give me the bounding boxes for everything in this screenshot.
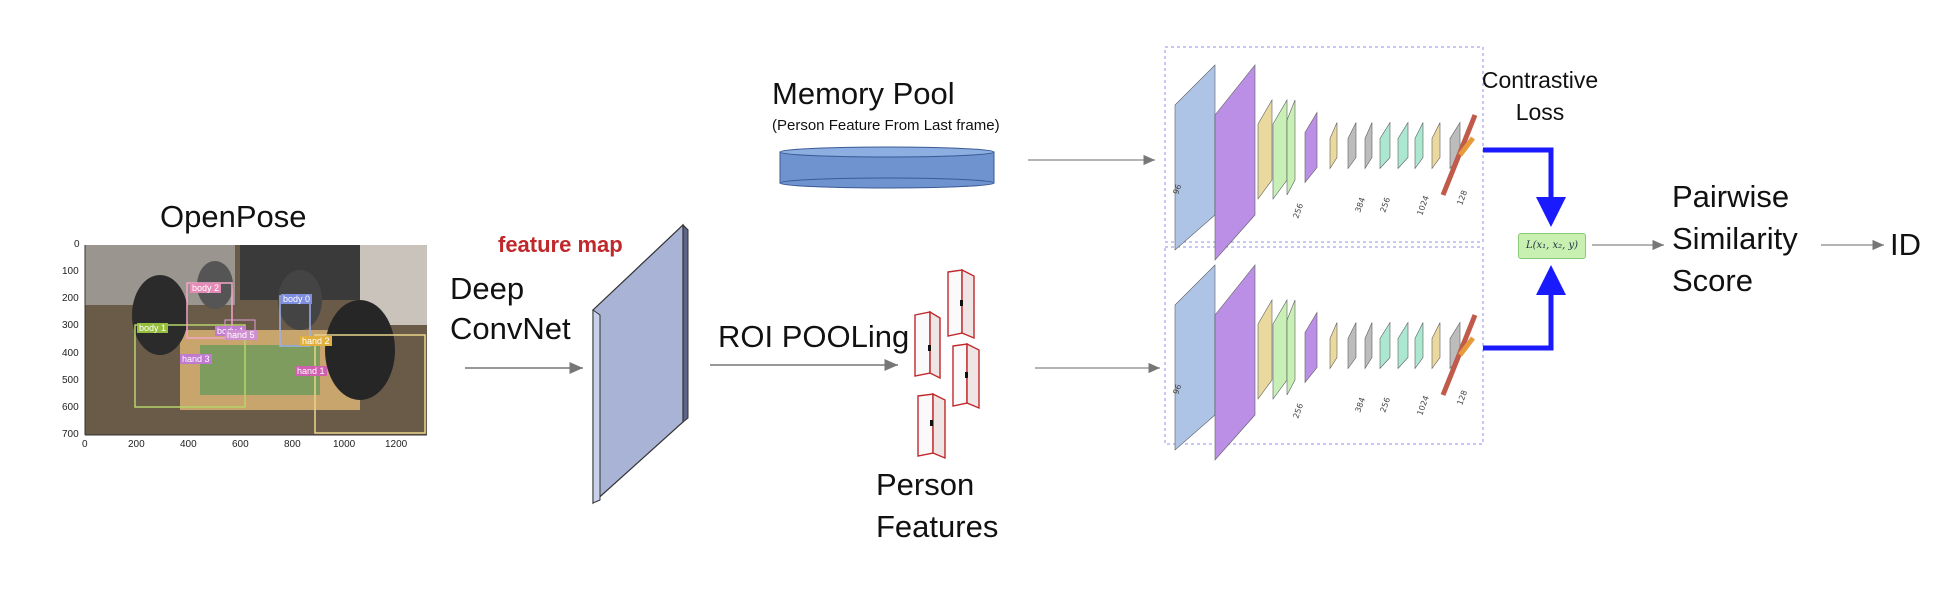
layer-dim-label: 256 <box>1291 402 1305 419</box>
layer-dim-label: 96 <box>1171 183 1183 196</box>
x-tick-label: 1000 <box>333 439 356 450</box>
person-feature-box-2 <box>947 268 975 340</box>
deep-convnet-label-1: Deep <box>450 271 525 306</box>
person-feature-boxes <box>914 268 980 460</box>
network-layer <box>1286 299 1296 396</box>
x-tick-label: 0 <box>82 439 88 450</box>
network-layer <box>1414 122 1424 170</box>
y-tick-label: 0 <box>74 239 80 250</box>
person-feature-box-4 <box>917 392 946 460</box>
network-layer <box>1347 322 1357 370</box>
x-tick-label: 1200 <box>385 439 408 450</box>
x-tick-label: 800 <box>284 439 301 450</box>
deep-convnet-label-2: ConvNet <box>450 311 571 346</box>
box-tag: hand 3 <box>180 354 212 364</box>
y-tick-label: 100 <box>62 266 79 278</box>
network-layer <box>1431 122 1441 170</box>
memory-pool-label: Memory Pool <box>772 76 955 111</box>
network-layer <box>1304 311 1318 384</box>
box-tag: body 0 <box>281 294 313 304</box>
y-tick-label: 600 <box>62 401 79 413</box>
person-features-label-1: Person <box>876 467 975 502</box>
network-layer <box>1379 321 1391 370</box>
memory-pool-sublabel: (Person Feature From Last frame) <box>772 117 1000 134</box>
layer-dim-label: 128 <box>1455 189 1469 206</box>
feature-map-label: feature map <box>498 232 623 257</box>
layer-dim-label: 96 <box>1171 383 1183 396</box>
contrastive-loss-label-1: Contrastive <box>1481 67 1599 93</box>
network-layer <box>1379 121 1391 170</box>
network-layer <box>1329 122 1338 170</box>
openpose-label: OpenPose <box>160 199 307 234</box>
network-layer <box>1214 264 1256 461</box>
y-tick-label: 500 <box>62 374 79 386</box>
layer-dim-label: 384 <box>1353 396 1367 413</box>
network-layer <box>1214 64 1256 261</box>
pairwise-score-label-2: Similarity <box>1672 221 1798 256</box>
network-layer <box>1347 122 1357 170</box>
box-tag: hand 1 <box>295 366 327 376</box>
network-frame-top <box>1164 46 1484 243</box>
network-layer <box>1414 322 1424 370</box>
network-layer <box>1286 99 1296 196</box>
box-tag: hand 2 <box>300 336 332 346</box>
network-layer <box>1174 264 1216 451</box>
network-layer <box>1257 298 1273 400</box>
layer-dim-label: 256 <box>1378 396 1392 413</box>
box-tag: hand 5 <box>225 330 257 340</box>
roi-pooling-label: ROI POOLing <box>718 319 910 354</box>
network-layer <box>1272 298 1288 400</box>
contrastive-loss-label-2: Loss <box>1515 99 1565 125</box>
layer-dim-label: 384 <box>1353 196 1367 213</box>
openpose-axes <box>84 245 427 436</box>
memory-pool-cylinder <box>779 146 995 189</box>
network-layer <box>1257 98 1273 200</box>
y-tick-label: 700 <box>62 429 79 440</box>
network-layer <box>1364 122 1373 170</box>
person-feature-box-1 <box>914 310 941 380</box>
network-layer <box>1304 111 1318 184</box>
layer-dim-label: 1024 <box>1415 194 1430 216</box>
fc-layer-1024 <box>1440 314 1478 396</box>
network-layer <box>1397 321 1409 370</box>
fc-layer-128 <box>1458 136 1475 157</box>
network-layer <box>1397 121 1409 170</box>
box-tag: body 1 <box>137 323 169 333</box>
y-tick-label: 400 <box>62 347 79 359</box>
network-top: 96 256 384 256 1024 128 <box>1171 64 1478 261</box>
person-feature-box-3 <box>952 342 980 410</box>
layer-dim-label: 256 <box>1291 202 1305 219</box>
contrastive-arrows <box>1483 147 1566 351</box>
layer-dim-label: 1024 <box>1415 394 1430 416</box>
x-tick-label: 400 <box>180 439 197 450</box>
pairwise-score-label-1: Pairwise <box>1672 179 1790 214</box>
y-tick-label: 200 <box>62 293 79 305</box>
network-bottom: 96 256 384 256 1024 128 <box>1171 264 1478 461</box>
fc-layer-128 <box>1458 336 1475 357</box>
fc-layer-1024 <box>1440 114 1478 196</box>
network-layer <box>1329 322 1338 370</box>
box-tag: body 2 <box>190 283 222 293</box>
layer-dim-label: 128 <box>1455 389 1469 406</box>
pairwise-score-label-3: Score <box>1672 263 1753 298</box>
id-label: ID <box>1890 227 1921 262</box>
network-layer <box>1272 98 1288 200</box>
openpose-image <box>85 245 427 435</box>
x-tick-label: 600 <box>232 439 249 450</box>
contrastive-loss-formula: L(x₁, x₂, y) <box>1518 233 1586 259</box>
x-tick-label: 200 <box>128 439 145 450</box>
network-layer <box>1431 322 1441 370</box>
y-tick-label: 300 <box>62 320 79 332</box>
layer-dim-label: 256 <box>1378 196 1392 213</box>
feature-map-slab <box>592 223 689 505</box>
person-features-label-2: Features <box>876 509 999 544</box>
network-layer <box>1364 322 1373 370</box>
network-layer <box>1174 64 1216 251</box>
